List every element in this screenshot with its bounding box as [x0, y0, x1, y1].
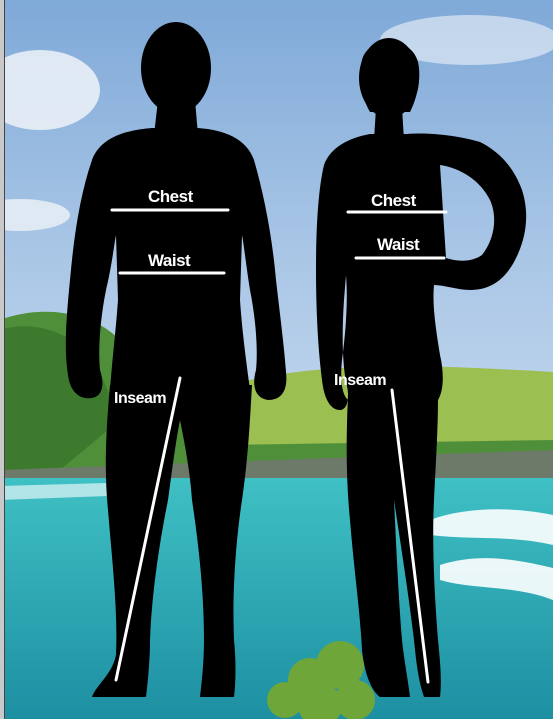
man-inseam-label: Inseam	[114, 390, 166, 407]
woman-waist-label: Waist	[377, 235, 420, 254]
man-chest-label: Chest	[148, 187, 194, 206]
left-frame-edge	[0, 0, 4, 719]
man-waist-label: Waist	[148, 251, 191, 270]
woman-inseam-label: Inseam	[334, 372, 386, 389]
woman-chest-label: Chest	[371, 191, 417, 210]
woman-hair	[360, 42, 419, 113]
left-frame-line	[4, 0, 5, 719]
